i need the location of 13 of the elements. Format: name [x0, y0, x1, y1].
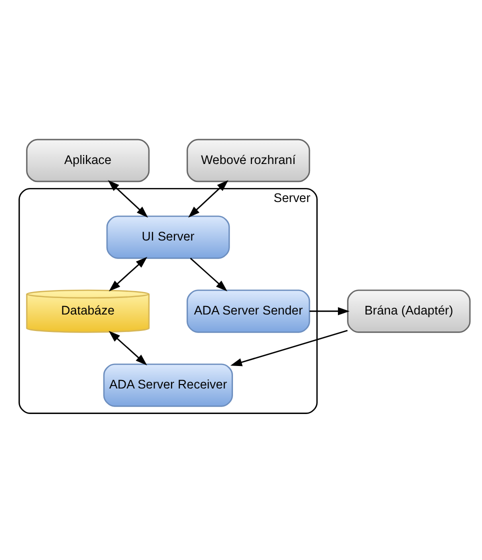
- arrow: [188, 180, 228, 218]
- node-box: ADA Server Receiver: [103, 364, 233, 407]
- arrow: [230, 330, 348, 366]
- node-box: ADA Server Sender: [186, 290, 310, 333]
- node-box: Brána (Adaptér): [347, 290, 471, 333]
- node-box: UI Server: [106, 216, 230, 259]
- node-box: Webové rozhraní: [186, 138, 310, 182]
- arrow: [108, 256, 148, 292]
- arrow: [108, 180, 148, 218]
- node-box: Aplikace: [26, 138, 150, 182]
- arrow: [108, 330, 148, 366]
- arrow: [309, 307, 350, 316]
- arrow: [190, 258, 228, 292]
